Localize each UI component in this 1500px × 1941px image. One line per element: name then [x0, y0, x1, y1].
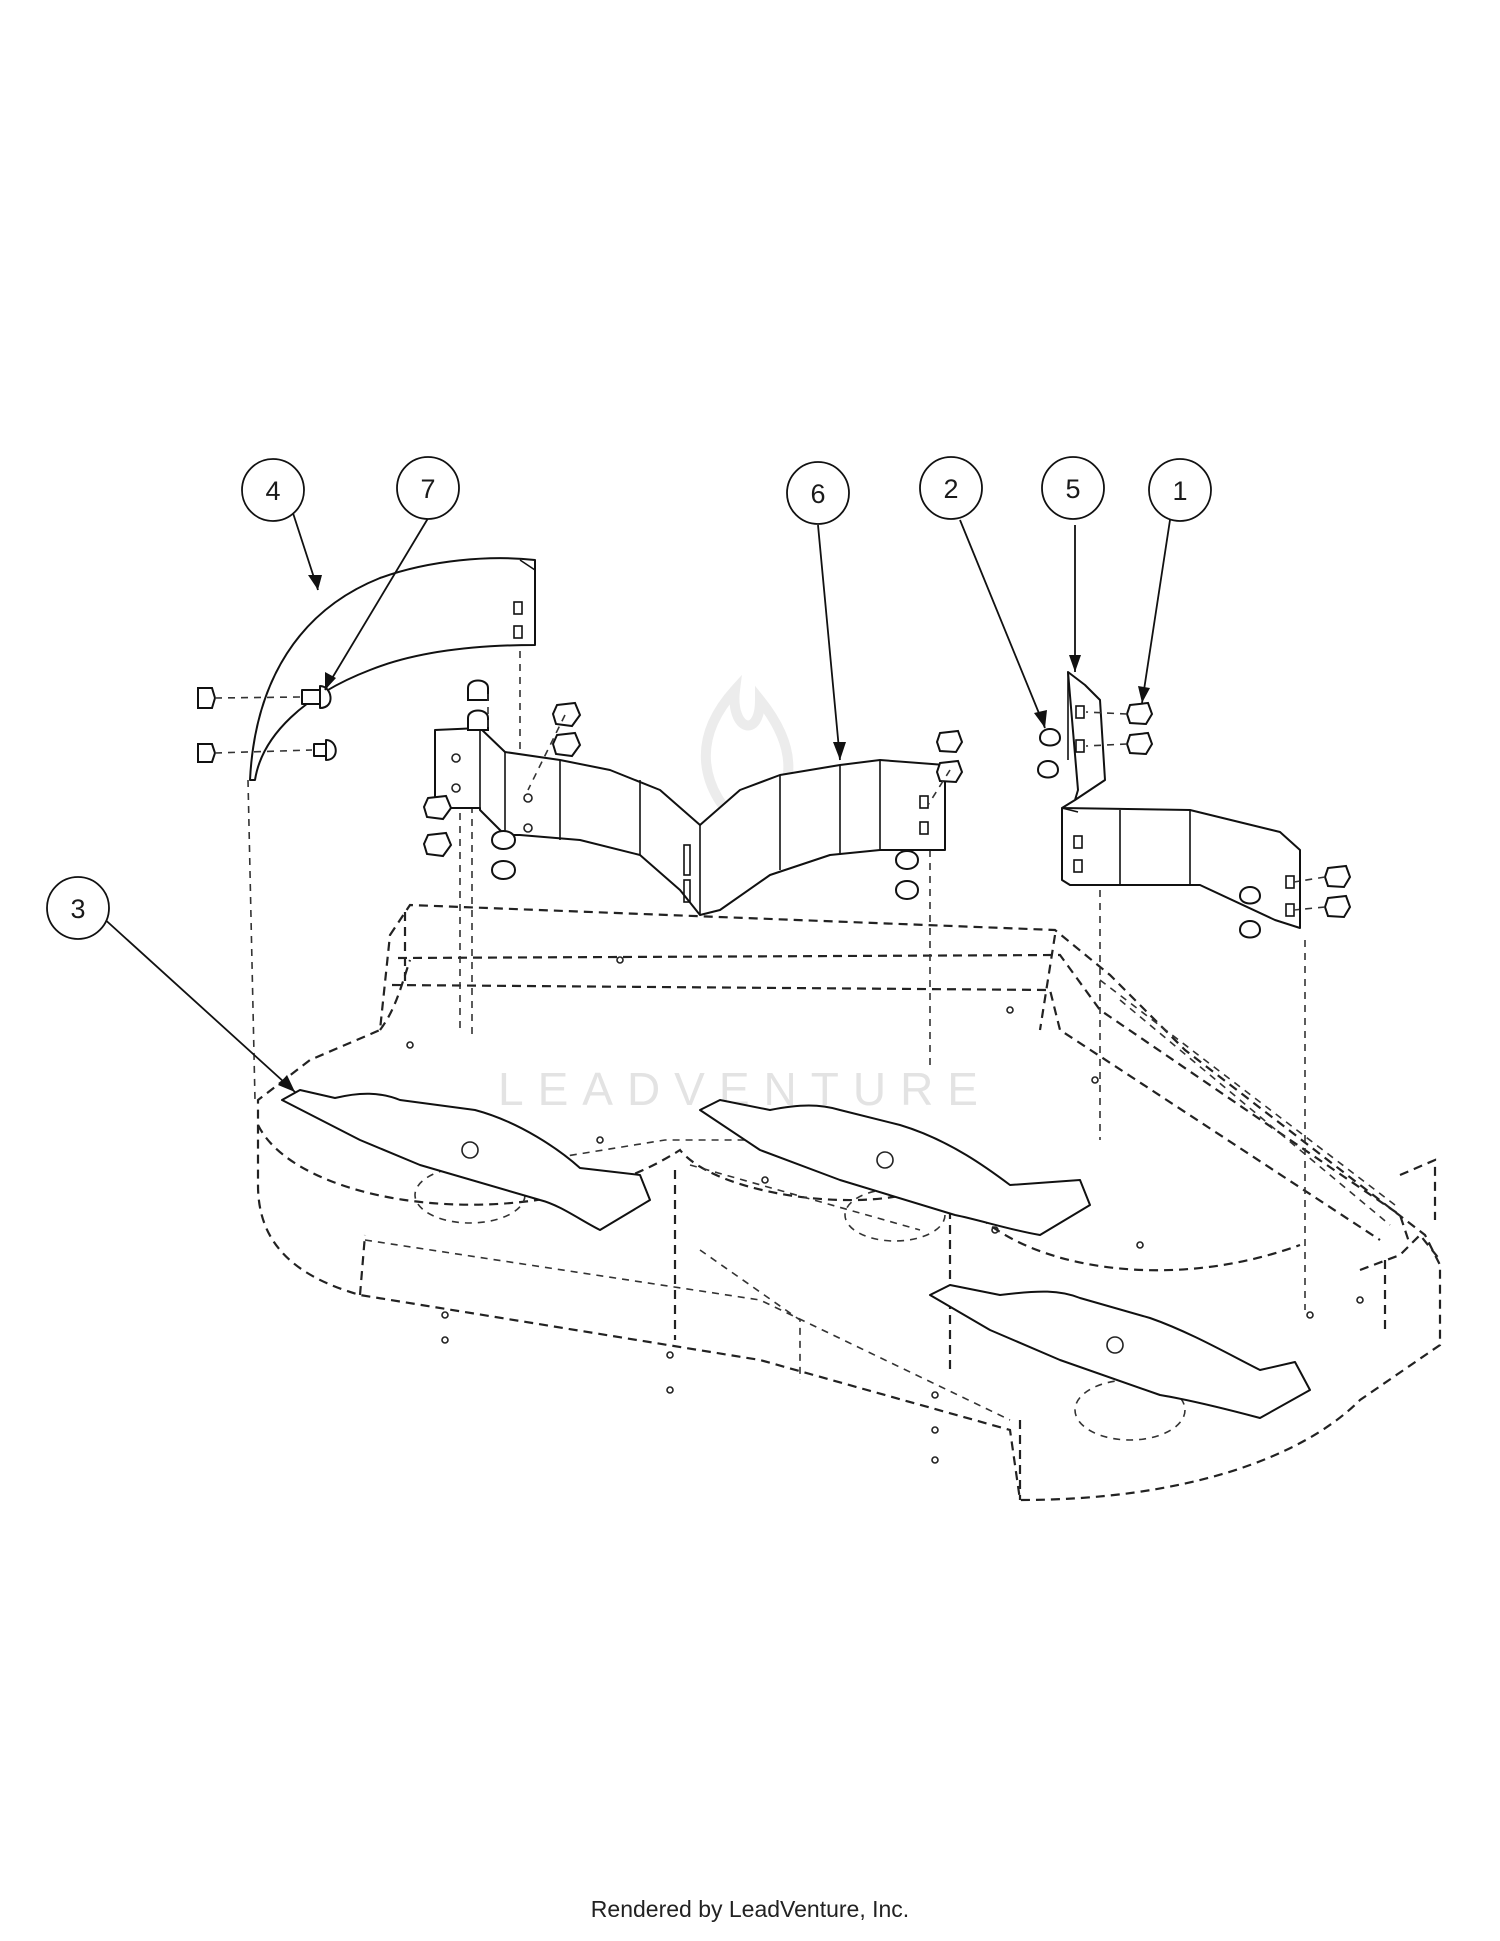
callout-5[interactable]: 5 — [1041, 456, 1105, 520]
callout-7-label: 7 — [420, 474, 435, 504]
leader-lines — [99, 509, 1171, 1093]
callout-4-label: 4 — [265, 476, 280, 506]
callout-2-label: 2 — [943, 474, 958, 504]
mower-blade-center — [699, 1099, 1091, 1236]
callout-6-label: 6 — [810, 479, 825, 509]
center-baffle-hardware — [422, 679, 964, 900]
mower-deck — [247, 560, 1442, 1502]
left-flange-nuts — [197, 687, 313, 763]
part-6-center-baffle — [434, 727, 946, 916]
callout-6[interactable]: 6 — [786, 461, 850, 525]
mower-blade-right — [929, 1284, 1311, 1419]
callout-5-label: 5 — [1065, 474, 1080, 504]
callout-3[interactable]: 3 — [46, 876, 110, 940]
callout-3-label: 3 — [70, 894, 85, 924]
callout-2[interactable]: 2 — [919, 456, 983, 520]
part-1-flange-nuts — [1085, 701, 1352, 919]
footer-credit: Rendered by LeadVenture, Inc. — [590, 1896, 910, 1922]
part-7-carriage-bolts — [301, 685, 337, 761]
callout-1[interactable]: 1 — [1148, 458, 1212, 522]
callout-1-label: 1 — [1172, 476, 1187, 506]
callout-4[interactable]: 4 — [241, 458, 305, 522]
callout-7[interactable]: 7 — [396, 456, 460, 520]
part-5-right-bracket — [1061, 671, 1301, 929]
mower-blade-left — [281, 1089, 651, 1231]
part-2-carriage-bolts — [1037, 728, 1261, 939]
